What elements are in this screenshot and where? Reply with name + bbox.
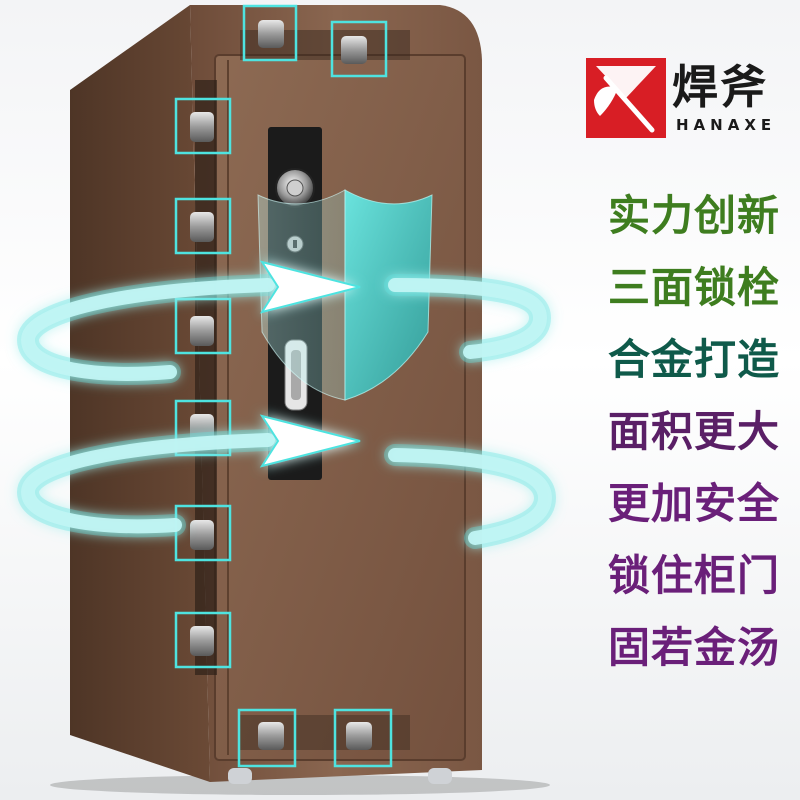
brand-name-cn: 焊斧 (672, 60, 768, 114)
slogan-item: 面积更大 (607, 407, 780, 456)
slogan-item: 固若金汤 (607, 623, 780, 672)
brand-name-en: HANAXE (676, 116, 777, 134)
logo-mark (586, 58, 666, 138)
slogan-item: 实力创新 (607, 191, 780, 240)
floor-shadow (50, 775, 550, 795)
slogan-item: 更加安全 (607, 479, 780, 528)
lock-bolt-icon (190, 20, 372, 750)
foot-left (228, 768, 252, 784)
slogan-list: 实力创新 三面锁栓 合金打造 面积更大 更加安全 锁住柜门 固若金汤 (550, 180, 780, 684)
safe-door (214, 54, 466, 761)
brand-logo: 焊斧 HANAXE (586, 58, 780, 138)
foot-right (428, 768, 452, 784)
cabinet-side-panel (70, 5, 210, 782)
lock-bolts (174, 4, 393, 768)
shield-icon (257, 189, 433, 401)
rotate-arrow-icon (16, 260, 557, 549)
axe-icon (594, 66, 656, 133)
side-bolt-channel (195, 80, 217, 675)
slogan-item: 锁住柜门 (607, 551, 780, 600)
slogan-item: 合金打造 (607, 335, 780, 384)
slogan-item: 三面锁栓 (607, 263, 780, 312)
